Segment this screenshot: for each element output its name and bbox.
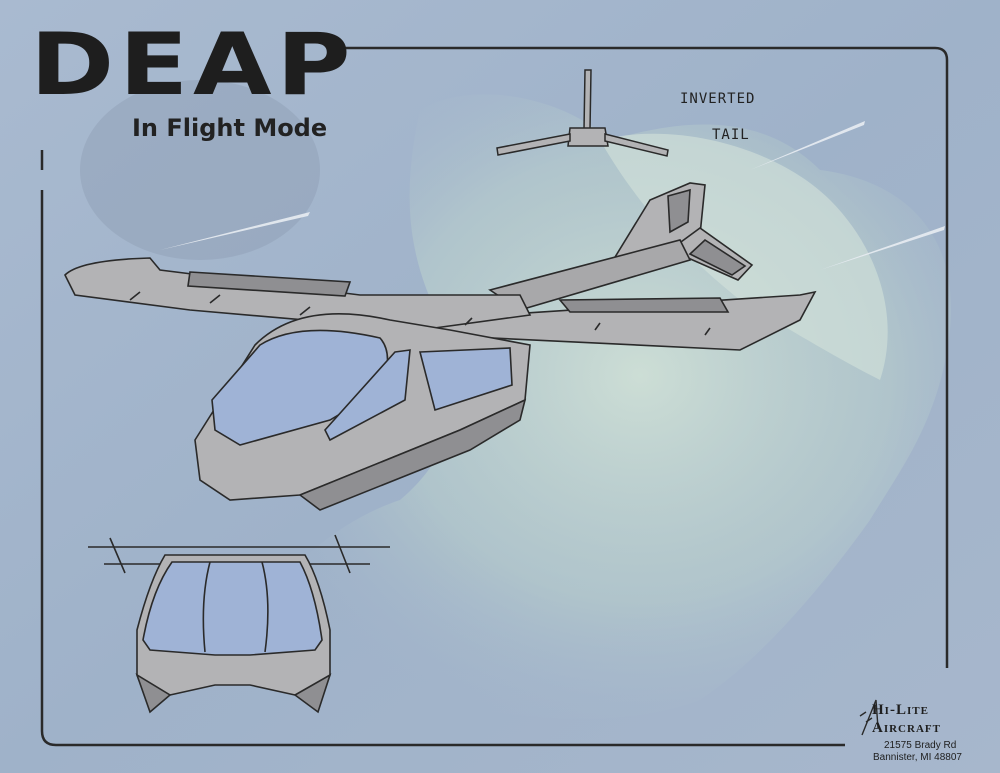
annotation-inverted: INVERTED — [680, 91, 756, 107]
inverted-tail-sketch — [496, 69, 669, 157]
frame-top-right — [345, 46, 949, 668]
speed-streak — [820, 226, 945, 270]
company-address-street: 21575 Brady Rd — [884, 740, 957, 751]
aircraft-main-view — [64, 182, 817, 511]
annotation-tail: TAIL — [712, 127, 750, 143]
speed-streak — [160, 212, 310, 250]
page-title: DEAP — [30, 15, 356, 115]
aircraft-front-view — [88, 534, 390, 714]
frame-left-bottom — [40, 150, 845, 747]
page-subtitle: In Flight Mode — [132, 114, 328, 142]
hi-lite-logo-icon — [859, 699, 879, 736]
company-name-line1: Hi-Lite — [872, 702, 929, 718]
company-address-city: Bannister, MI 48807 — [873, 752, 962, 763]
speed-streak — [750, 121, 865, 170]
dark-haze — [80, 80, 320, 260]
company-name-line2: Aircraft — [872, 720, 941, 736]
